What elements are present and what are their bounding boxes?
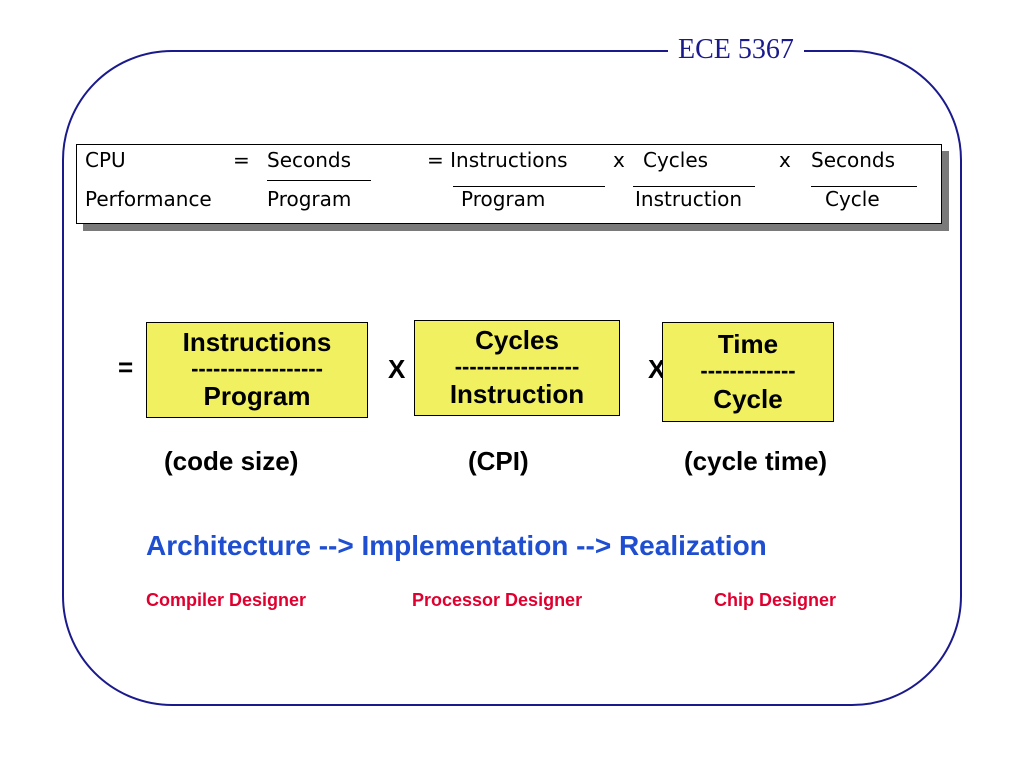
box-divider: ------------------ [191, 356, 323, 381]
fraction-line-3 [633, 186, 755, 187]
instruction-denominator: Instruction [635, 187, 743, 211]
cpi-box: Cycles ----------------- Instruction [414, 320, 620, 416]
design-flow: Architecture --> Implementation --> Real… [146, 530, 767, 561]
role-processor-designer: Processor Designer [412, 590, 583, 610]
box-denominator: Cycle [713, 384, 783, 414]
code-size-box: Instructions ------------------ Program [146, 322, 368, 418]
fraction-line-4 [811, 186, 917, 187]
role-chip-designer: Chip Designer [714, 590, 837, 610]
times-sign-1: x [613, 148, 625, 172]
times-sign-large-2: X [648, 354, 666, 384]
times-sign-2: x [779, 148, 791, 172]
cycle-time-box: Time ------------- Cycle [662, 322, 834, 422]
equals-sign: = [233, 148, 250, 172]
cycles-numerator: Cycles [643, 148, 709, 172]
box-numerator: Cycles [475, 325, 559, 355]
cycle-denominator: Cycle [825, 187, 880, 211]
caption-cpi: (CPI) [468, 446, 529, 476]
caption-cycle-time: (cycle time) [684, 446, 828, 476]
performance-label: Performance [85, 187, 212, 211]
equation-box: CPU Performance = Seconds Program = Inst… [76, 144, 942, 224]
times-sign-large-1: X [388, 354, 406, 384]
equals-sign-large: = [118, 352, 134, 382]
box-divider: ------------- [700, 358, 796, 383]
caption-code-size: (code size) [164, 446, 299, 476]
box-denominator: Program [203, 381, 311, 411]
seconds-numerator-2: Seconds [811, 148, 896, 172]
fraction-line-1 [267, 180, 371, 181]
slide-frame [62, 50, 962, 706]
fraction-line-2 [453, 186, 605, 187]
seconds-numerator: Seconds [267, 148, 352, 172]
box-divider: ----------------- [454, 354, 580, 379]
cpu-label: CPU [85, 148, 126, 172]
program-denominator: Program [267, 187, 352, 211]
program-denominator-2: Program [461, 187, 546, 211]
role-compiler-designer: Compiler Designer [146, 590, 307, 610]
box-numerator: Time [717, 329, 779, 359]
course-title: ECE 5367 [668, 32, 804, 68]
instructions-numerator: = Instructions [427, 148, 568, 172]
box-numerator: Instructions [182, 327, 332, 357]
box-denominator: Instruction [449, 379, 585, 409]
